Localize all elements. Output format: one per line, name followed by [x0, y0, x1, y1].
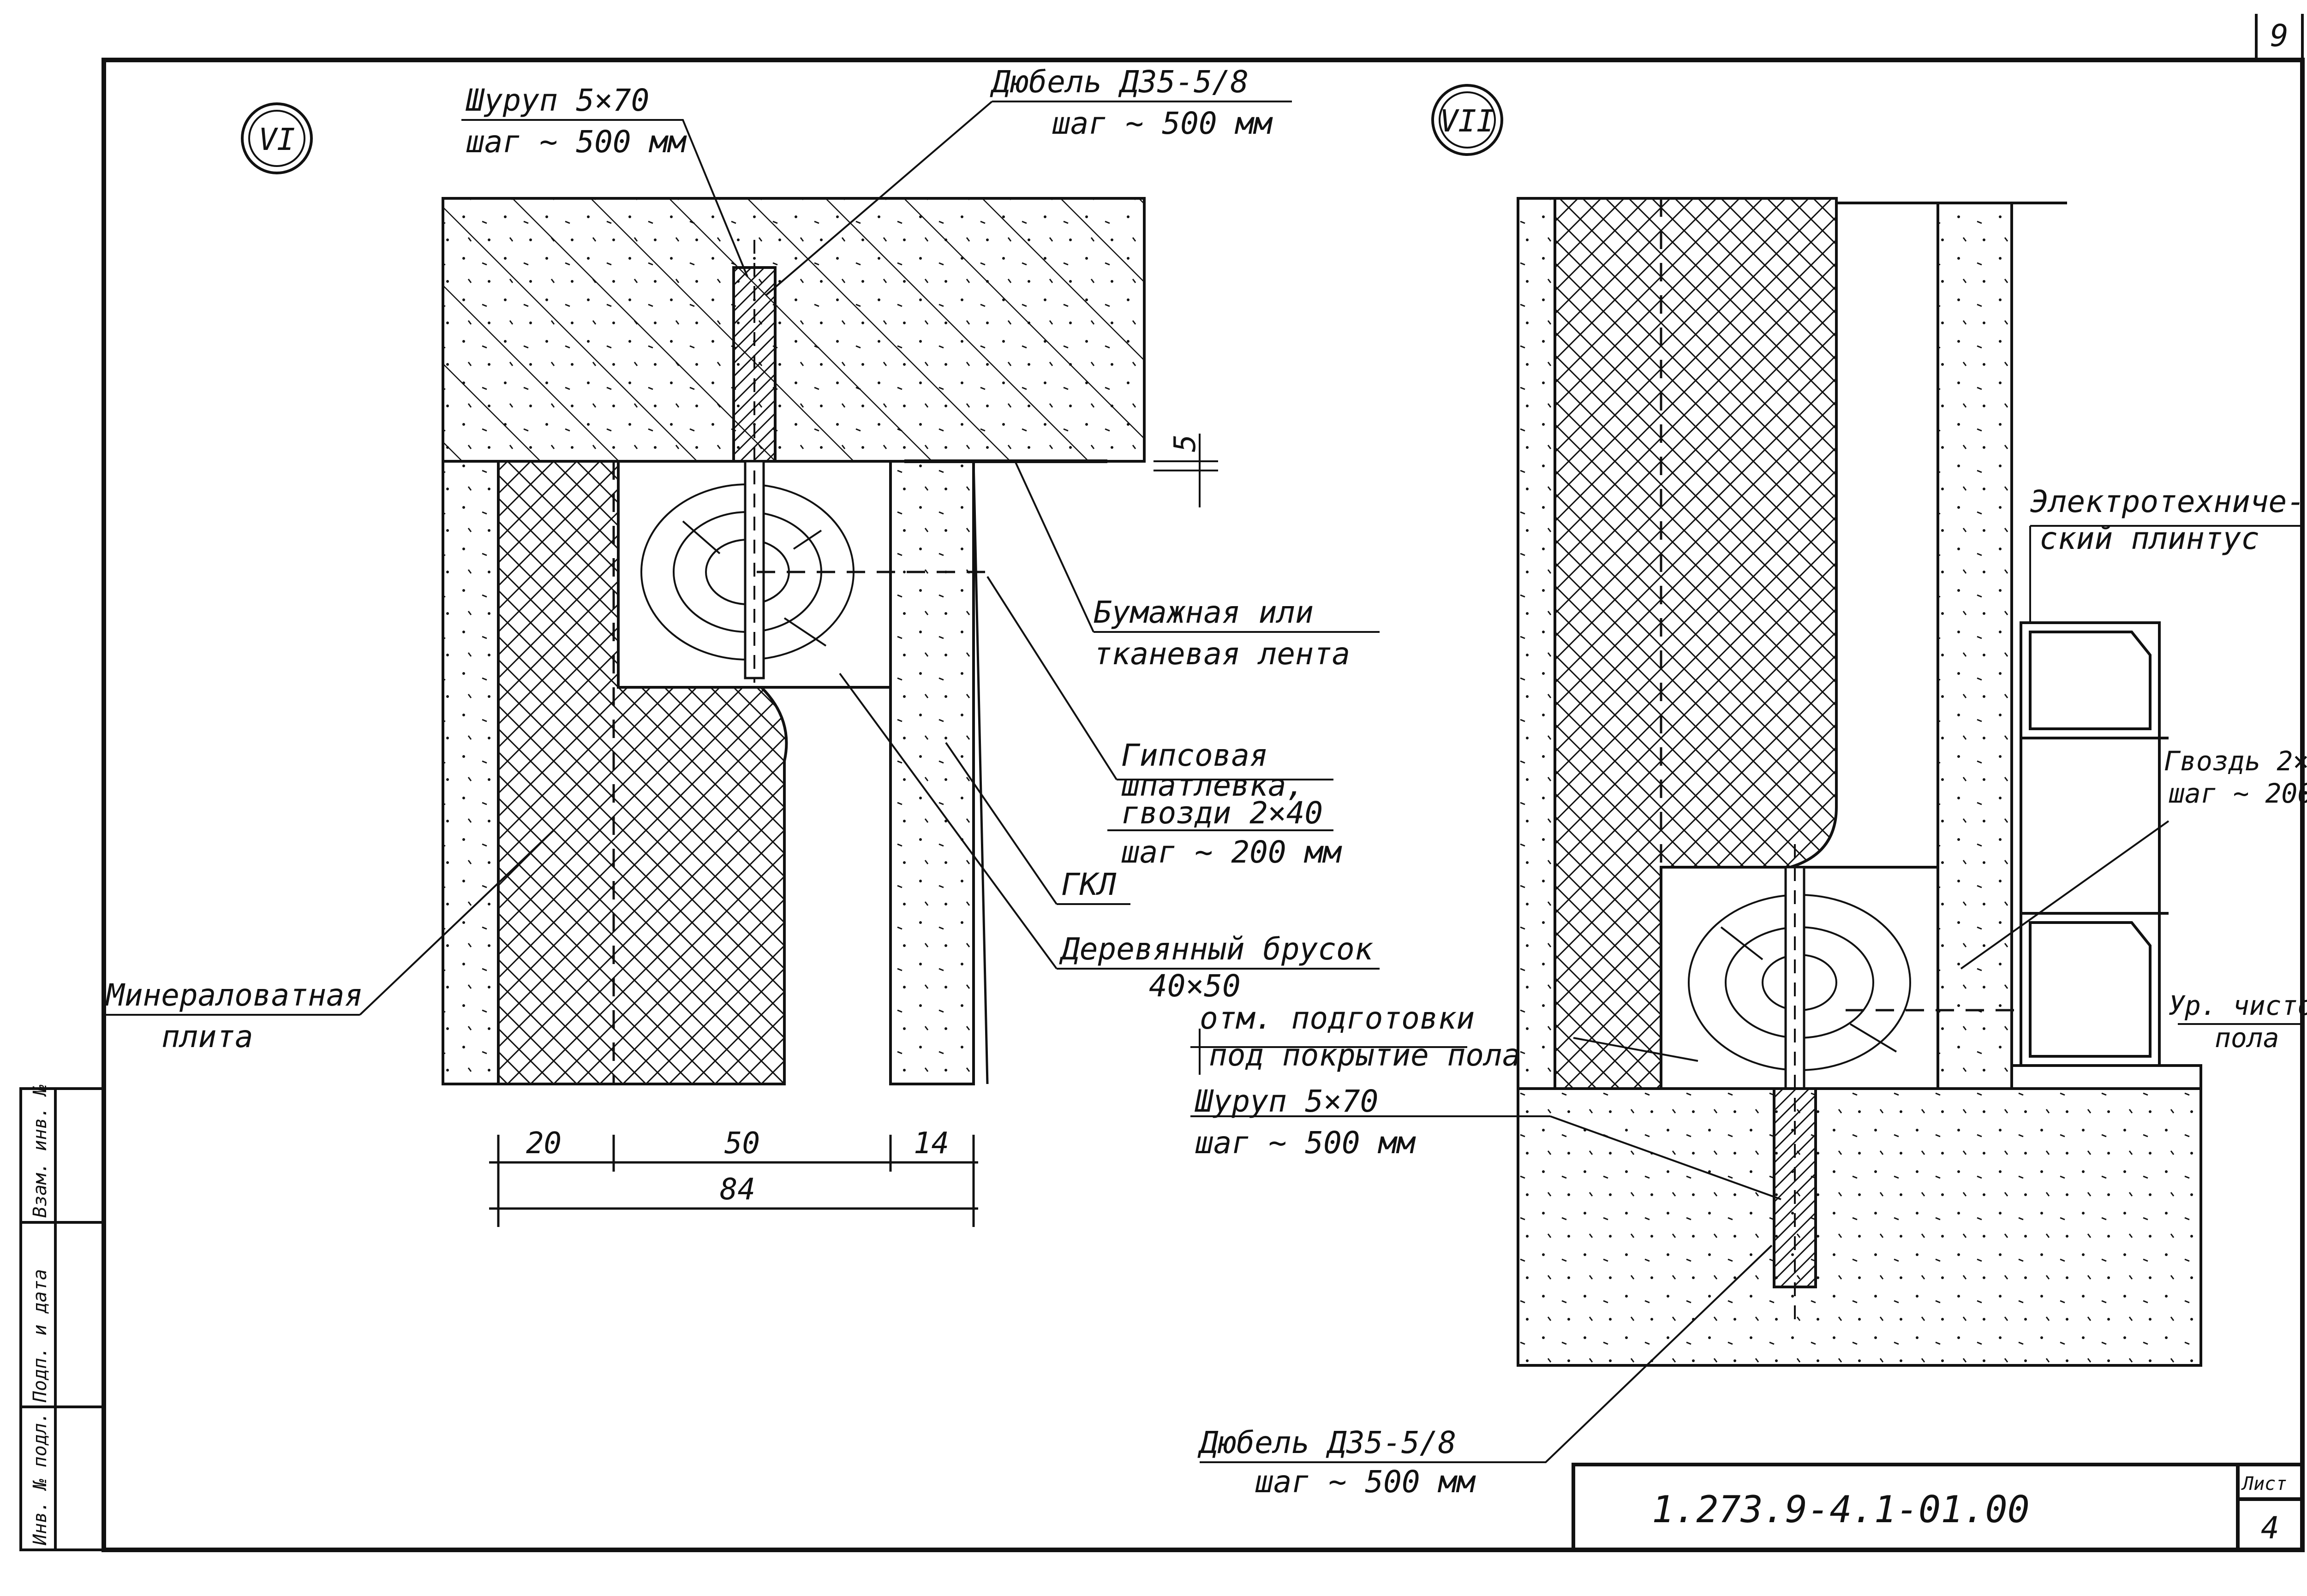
vii-nails-label-2: шаг ~ 200 мм: [2169, 778, 2307, 809]
vi-dowel-label-2: шаг ~ 500 мм: [1052, 106, 1273, 141]
stamp-inv: Инв. № подл.: [30, 1412, 51, 1546]
dim-20: 20: [526, 1126, 562, 1161]
vi-bar-label-1: Деревянный брусок: [1059, 931, 1374, 967]
side-stamp: [19, 1087, 105, 1551]
vii-dowel-label-2: шаг ~ 500 мм: [1255, 1464, 1476, 1500]
wall-plaster-vi: [442, 460, 500, 1085]
sheet-label: Лист: [2241, 1473, 2287, 1495]
marker-vii-label: VII: [1440, 103, 1494, 139]
vi-gkl-label: ГКЛ: [1061, 867, 1116, 902]
vi-nails-label-2: шаг ~ 200 мм: [1121, 834, 1342, 870]
vi-mineral-label-1: Минераловатная: [105, 977, 363, 1013]
title-code: 1.273.9-4.1-01.00: [1652, 1488, 2030, 1531]
vii-prep-label-2: под покрытие пола: [1209, 1037, 1521, 1073]
vii-plinth-label-2: ский плинтус: [2039, 521, 2259, 556]
dim-84: 84: [720, 1173, 755, 1207]
floor-finish: [2010, 1064, 2202, 1090]
electrical-plinth: [2020, 621, 2169, 1067]
vii-screw-label-1: Шуруп 5×70: [1195, 1084, 1378, 1119]
vi-dowel-label-1: Дюбель Д35-5/8: [990, 64, 1249, 100]
stamp-sign: Подп. и дата: [30, 1269, 51, 1403]
dim-gap: 5: [1168, 434, 1202, 452]
wall-plaster-vii: [1517, 197, 1556, 1090]
corner-mark: 9: [2270, 18, 2289, 54]
vi-bar-label-2: 40×50: [1149, 968, 1241, 1004]
subfloor-slab: [1517, 1087, 2202, 1367]
vii-prep-label-1: отм. подготовки: [1200, 1000, 1475, 1036]
dim-50: 50: [724, 1126, 760, 1161]
frame: [102, 14, 2305, 1552]
title-block: [1572, 1463, 2304, 1552]
vi-screw-label-1: Шуруп 5×70: [466, 83, 649, 118]
dim-14: 14: [914, 1126, 949, 1161]
gkl-board-vi: [889, 460, 975, 1085]
vii-plinth-label-1: Электротехниче-: [2030, 484, 2305, 519]
vii-floor-label-2: пола: [2215, 1022, 2279, 1054]
marker-vii-inner: [1439, 91, 1496, 149]
vi-tape-label-1: Бумажная или: [1094, 595, 1314, 630]
vi-tape-label-2: тканевая лента: [1094, 636, 1350, 672]
vii-nails-label-1: Гвоздь 2×40: [2164, 745, 2307, 777]
gkl-board-vii: [1936, 202, 2013, 1090]
vii-screw-label-2: шаг ~ 500 мм: [1195, 1125, 1416, 1161]
vi-putty-label-2: шпатлевка,: [1121, 768, 1304, 803]
sheet-number: 4: [2261, 1510, 2279, 1546]
marker-vi-label: VI: [258, 122, 295, 157]
vi-screw-label-2: шаг ~ 500 мм: [466, 124, 687, 160]
detail-vi: VI 5: [102, 64, 1380, 1227]
vi-putty-label-1: Гипсовая: [1121, 738, 1268, 773]
stamp-replace: Взам. инв. №: [30, 1084, 51, 1218]
vii-floor-label-1: Ур. чистого: [2169, 990, 2307, 1021]
vii-dowel-label-1: Дюбель Д35-5/8: [1197, 1425, 1456, 1460]
detail-vii: VII: [1190, 84, 2307, 1500]
vi-mineral-label-2: плита: [161, 1019, 253, 1054]
marker-vi-outer: [241, 102, 313, 174]
marker-vii-outer: [1431, 84, 1503, 156]
marker-vi-inner: [248, 110, 305, 167]
vi-nails-label-1: гвозди 2×40: [1121, 795, 1323, 831]
